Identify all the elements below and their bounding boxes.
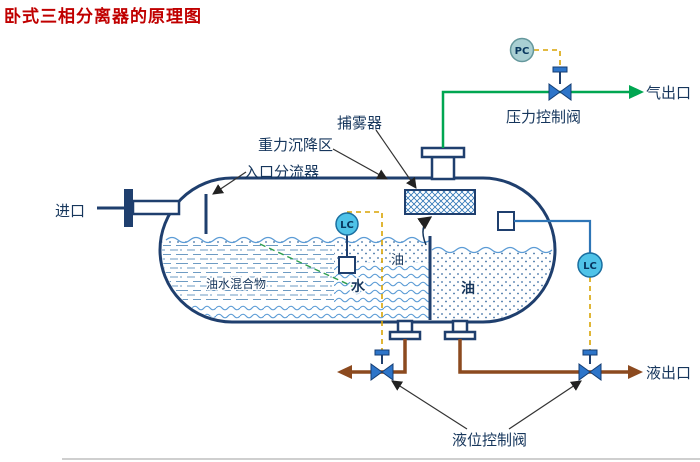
water-pipe [350,339,407,374]
level-valve-right-body-r [589,363,602,381]
level-valve-left-actuator [374,349,390,356]
level-valve-right [578,349,602,381]
mist-extractor-leader [375,129,417,189]
gas-flow-arrow [417,216,433,246]
gas-nozzle-flange [420,146,466,159]
level-valve-left-body-l [370,363,383,381]
inlet-label: 进口 [55,202,85,220]
vessel [158,176,557,324]
gas-piping: PC [441,37,644,148]
pressure-valve-body-right [559,83,572,101]
water-label: 水 [351,278,366,295]
leader-lines [212,129,582,430]
lc-left-tag: LC [340,220,354,231]
diagram-title: 卧式三相分离器的原理图 [4,7,202,27]
left-level-sensor [338,256,356,274]
oil-nozzle-neck [451,319,469,334]
lc-left-circle [335,212,359,236]
mist-extractor [404,189,476,215]
oil-compartment-zone [430,251,553,320]
lc-right-circle [577,252,603,278]
level-valve-left [370,349,394,381]
inlet-flange [124,189,133,227]
pressure-valve-body-left [548,83,561,101]
mixture-label: 油水混合物 [206,276,266,291]
liquid-surface-left [165,236,431,244]
liquid-outlet-label: 液出口 [646,364,691,382]
oil-pipe [458,339,628,374]
inlet-diverter-leader [212,171,247,195]
gas-outlet-arrow [629,85,644,99]
oil-nozzle-flange [443,330,477,341]
oil-outlet-nozzle [443,319,477,341]
inlet-nozzle [97,189,181,227]
right-level-sensor [497,211,515,231]
water-outlet-nozzle [388,319,422,341]
mixture-boundary-line [259,243,355,288]
pc-tag: PC [515,46,530,57]
level-controller-right: LC [577,252,603,278]
pressure-valve-label: 压力控制阀 [506,108,581,126]
level-valve-left-body-r [381,363,394,381]
lc-right-sensing-line [514,219,592,253]
inlet-pipe [131,199,181,216]
pc-signal-line [534,49,561,66]
lc-right-tag: LC [583,261,597,272]
water-outlet-arrow [337,365,352,379]
level-valve-right-body-l [578,363,591,381]
pressure-valve [548,66,572,101]
level-valve-label: 液位控制阀 [452,431,527,449]
gas-outlet-label: 气出口 [646,84,691,102]
gas-nozzle [420,146,466,181]
water-nozzle-flange [388,330,422,341]
mist-extractor-mesh [404,189,476,215]
gas-nozzle-neck [430,155,456,181]
level-valve-leader-left [391,380,468,430]
water-nozzle-neck [396,319,414,334]
level-valve-right-actuator [582,349,598,356]
pressure-controller: PC [509,37,535,63]
oil-outlet-arrow [628,365,643,379]
level-valve-leader-right [508,380,582,430]
inlet-diverter-label: 入口分流器 [244,163,319,181]
mist-extractor-label: 捕雾器 [337,114,382,132]
oil-compartment-label: 油 [461,280,475,297]
vessel-outline [158,176,557,324]
level-controller-left: LC [335,212,359,236]
pc-circle [509,37,535,63]
liquid-surface-right [431,246,553,254]
oil-layer-label: 油 [391,253,404,268]
vessel-contents [162,194,553,320]
gravity-zone-leader [332,148,388,180]
liquid-piping: LC LC [335,211,643,381]
pressure-valve-actuator [552,66,568,73]
gravity-zone-label: 重力沉降区 [258,136,333,154]
lc-left-signal-line [347,211,383,350]
mixture-zone [162,243,334,303]
